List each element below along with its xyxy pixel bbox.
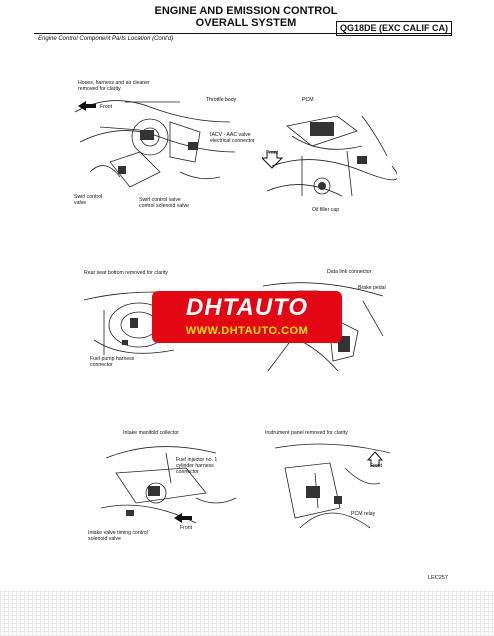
engine-diagram-throttle-body [74, 100, 236, 188]
watermark-banner: DHTAUTO WWW.DHTAUTO.COM [152, 291, 342, 343]
front-arrow-icon [262, 151, 284, 169]
swirl-valve-label: Swirl control valve [74, 194, 103, 207]
instrument-panel-diagram [274, 443, 391, 529]
section-subtitle: Engine Control Component Parts Location … [38, 36, 174, 42]
oil-filler-cap-label: Oil filler cap [312, 207, 340, 213]
watermark-logo: DHTAUTO [185, 294, 309, 321]
panel2-front-label: Front [266, 150, 279, 156]
panel1-note: Hoses, harness and air cleaner removed f… [78, 80, 150, 93]
front-arrow-icon [174, 513, 192, 523]
pcm-label: PCM [302, 97, 314, 103]
fuel-pump-connector-label: Fuel pump harness connector [90, 356, 135, 369]
swirl-solenoid-label: Swirl control valve control solenoid val… [139, 197, 189, 210]
data-link-connector-label: Data link connector [327, 269, 372, 275]
fuel-injector-label: Fuel injector no. 1 cylinder harness con… [176, 457, 218, 476]
front-arrow-icon [78, 101, 96, 111]
intake-collector-label: Intake manifold collector [123, 430, 179, 436]
panel6-front-label: Front [370, 463, 383, 469]
header-rule [34, 33, 452, 34]
panel5-front-label: Front [180, 525, 193, 531]
figure-code: LEC257 [428, 575, 448, 581]
panel3-note: Rear seat bottom removed for clarity [84, 270, 168, 276]
watermark-url: WWW.DHTAUTO.COM [185, 325, 309, 337]
model-code-badge: QG18DE (EXC CALIF CA) [336, 21, 452, 36]
scan-noise-strip [0, 590, 494, 636]
iacv-label: IACV - AAC valve electrical connector [210, 132, 255, 145]
panel1-front-label: Front [100, 104, 113, 110]
panel6-note: Instrument panel removed for clarity [265, 430, 348, 436]
page-title-line1: ENGINE AND EMISSION CONTROL [154, 5, 338, 17]
throttle-body-label: Throttle body [206, 97, 237, 103]
pcm-relay-label: PCM relay [351, 511, 376, 517]
ivtc-solenoid-label: Intake valve timing control solenoid val… [88, 530, 148, 543]
intake-manifold-diagram [100, 446, 237, 524]
front-arrow-icon [366, 451, 384, 467]
engine-diagram-pcm [262, 115, 397, 197]
brake-pedal-label: Brake pedal [358, 285, 386, 291]
page-title-line2: OVERALL SYSTEM [195, 17, 297, 29]
